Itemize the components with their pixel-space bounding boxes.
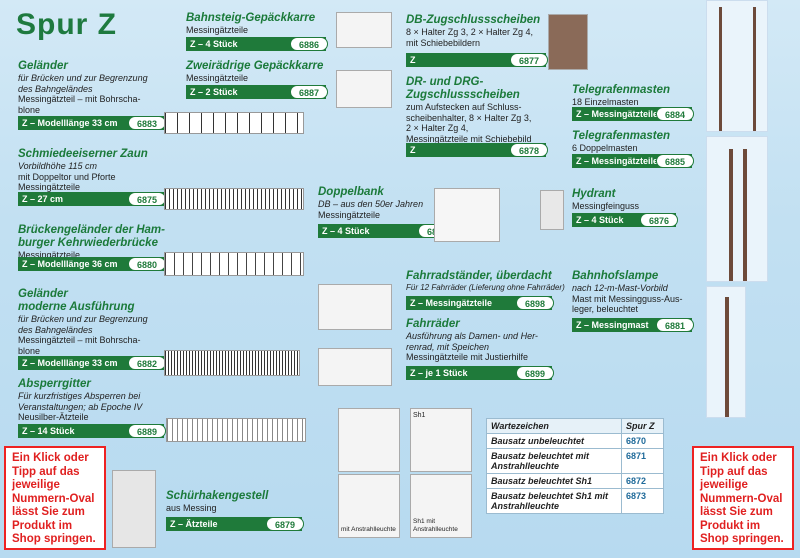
schuerhaken-image: [112, 470, 156, 548]
product-tele2: Telegrafenmasten 6 Doppelmasten: [572, 130, 670, 153]
telegrafenmast-einzel-image: [706, 0, 768, 132]
product-number-oval-6882[interactable]: 6882: [127, 356, 166, 370]
product-absperr: Absperrgitter Für kurzfristiges Absperre…: [18, 378, 143, 422]
product-number-oval-6889[interactable]: 6889: [127, 424, 166, 438]
product-number-oval-6886[interactable]: 6886: [289, 37, 328, 51]
product-schuerhaken: Schürhakengestell aus Messing: [166, 490, 269, 513]
product-gelaender: Geländer für Brücken und zur Begrenzung …: [18, 60, 158, 115]
product-zaun: Schmiedeeiserner Zaun Vorbildhöhe 115 cm…: [18, 148, 148, 192]
product-lampe: Bahnhofslampe nach 12-m-Mast-Vorbild Mas…: [572, 270, 683, 314]
product-number-6870[interactable]: 6870: [621, 433, 664, 449]
fence-image-6880: [164, 252, 304, 276]
product-number-oval-6887[interactable]: 6887: [289, 85, 328, 99]
product-number-oval-6877[interactable]: 6877: [509, 53, 548, 67]
product-drg-zug: DR- und DRG- Zugschlussscheiben zum Aufs…: [406, 76, 532, 144]
product-number-6873[interactable]: 6873: [621, 488, 664, 514]
db-zug-image: [548, 14, 588, 70]
product-number-oval-6881[interactable]: 6881: [655, 318, 694, 332]
hydrant-image: [540, 190, 564, 230]
product-number-oval-6878[interactable]: 6878: [509, 143, 548, 157]
product-hydrant: Hydrant Messingfeinguss: [572, 188, 640, 211]
gepaeck-image: [336, 12, 392, 48]
product-number-oval-6885[interactable]: 6885: [655, 154, 694, 168]
product-tele1: Telegrafenmasten 18 Einzelmasten: [572, 84, 670, 107]
table-row: Bausatz beleuchtet Sh1 mit Anstrahlleuch…: [486, 488, 664, 514]
zweirad-image: [336, 70, 392, 108]
product-number-6871[interactable]: 6871: [621, 448, 664, 474]
fence-image-6875: [164, 188, 304, 210]
table-row: Bausatz unbeleuchtet 6870: [486, 433, 664, 449]
product-number-oval-6883[interactable]: 6883: [127, 116, 166, 130]
product-modern: Geländer moderne Ausführung für Brücken …: [18, 288, 148, 356]
telegrafenmast-doppel-image: [706, 136, 768, 282]
fahrraeder-image: [318, 348, 392, 386]
wartezeichen-table: Wartezeichen Spur Z Bausatz unbeleuchtet…: [486, 418, 664, 514]
table-header: Wartezeichen Spur Z: [486, 418, 664, 434]
fahrradstaender-image: [318, 284, 392, 330]
wartezeichen-image-sh1-anstrahl: Sh1 mit Anstrahlleuchte: [410, 474, 472, 538]
wartezeichen-image-anstrahl: mit Anstrahlleuchte: [338, 474, 400, 538]
product-number-oval-6880[interactable]: 6880: [127, 257, 166, 271]
product-number-oval-6879[interactable]: 6879: [265, 517, 304, 531]
table-row: Bausatz beleuchtet mit Anstrahlleuchte 6…: [486, 448, 664, 474]
shop-notice-right: Ein Klick oder Tipp auf das jeweilige Nu…: [692, 446, 794, 550]
product-number-oval-6899[interactable]: 6899: [515, 366, 554, 380]
shop-notice-left: Ein Klick oder Tipp auf das jeweilige Nu…: [4, 446, 106, 550]
product-gepaeck: Bahnsteig-Gepäckkarre Messingätzteile: [186, 12, 316, 35]
product-number-oval-6875[interactable]: 6875: [127, 192, 166, 206]
wartezeichen-image-1: [338, 408, 400, 472]
fence-image-6889: [166, 418, 306, 442]
product-bruecke: Brückengeländer der Ham- burger Kehrwied…: [18, 224, 165, 260]
product-zweirad: Zweirädrige Gepäckkarre Messingätzteile: [186, 60, 324, 83]
fence-image-6883: [164, 112, 304, 134]
doppelbank-image: [434, 188, 500, 242]
product-number-oval-6898[interactable]: 6898: [515, 296, 554, 310]
page-title: Spur Z: [16, 8, 117, 41]
product-number-oval-6884[interactable]: 6884: [655, 107, 694, 121]
fence-image-6882: [164, 350, 300, 376]
product-title: Geländer: [18, 60, 68, 72]
product-fahrraeder: Fahrräder Ausführung als Damen- und Her-…: [406, 318, 538, 362]
wartezeichen-image-sh1: Sh1: [410, 408, 472, 472]
product-db-zug: DB-Zugschlussscheiben 8 × Halter Zg 3, 2…: [406, 14, 541, 48]
product-doppelbank: Doppelbank DB – aus den 50er Jahren Mess…: [318, 186, 424, 220]
product-number-6872[interactable]: 6872: [621, 473, 664, 489]
table-row: Bausatz beleuchtet Sh1 6872: [486, 473, 664, 489]
bahnhofslampe-image: [706, 286, 746, 418]
drg-zug-image: [362, 126, 398, 162]
product-fahrrad-staender: Fahrradständer, überdacht Für 12 Fahrräd…: [406, 270, 565, 292]
product-number-oval-6876[interactable]: 6876: [639, 213, 678, 227]
